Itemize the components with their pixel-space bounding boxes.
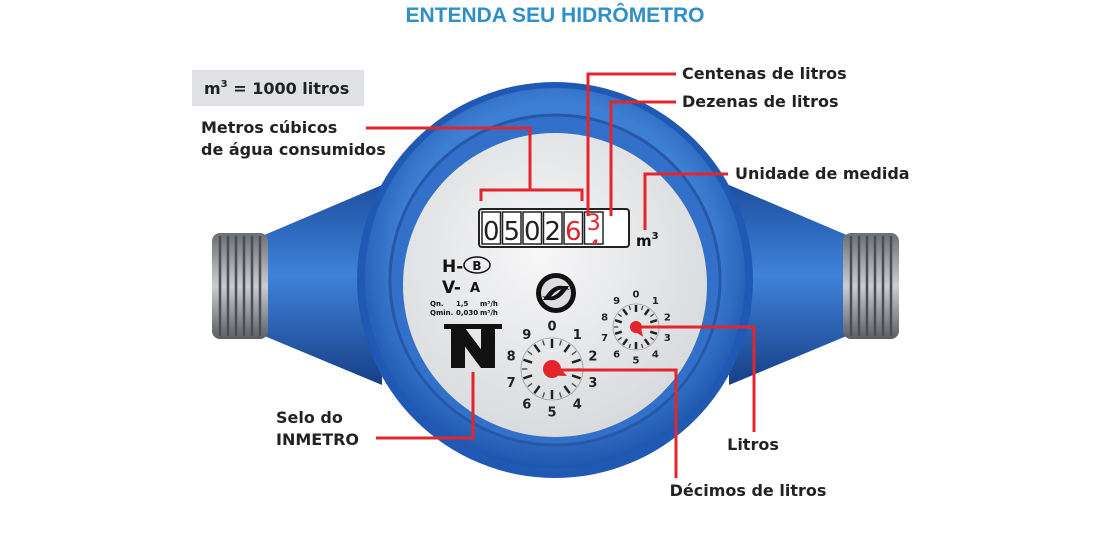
dial-tick-label: 2	[588, 349, 597, 364]
dial-tick	[622, 338, 629, 346]
dial-tick-label: 4	[573, 397, 582, 412]
svg-text:Qmin. 0,030 m³/h: Qmin. 0,030 m³/h	[430, 309, 498, 317]
qmin-value: 0,030	[456, 309, 478, 317]
label-selo-line1: Selo do	[276, 408, 343, 427]
label-metros-line2: de água consumidos	[201, 140, 386, 159]
dial-tick-label: 7	[601, 333, 608, 344]
svg-text:Qn. 1,5 m³/h: Qn. 1,5 m³/h	[430, 300, 498, 308]
dial-tick-label: 8	[601, 312, 608, 323]
dial-tick	[643, 338, 650, 346]
unit-box-prefix: m	[204, 79, 221, 98]
left-pipe	[212, 185, 382, 385]
label-decimos: Décimos de litros	[670, 481, 827, 500]
dial-tick-label: 5	[633, 356, 640, 367]
odometer-digit: 2	[544, 217, 561, 247]
page-title: ENTENDA SEU HIDRÔMETRO	[405, 3, 704, 27]
odometer-unit: m3	[636, 231, 659, 250]
dial-tick	[523, 358, 533, 364]
dial-tick-label: 6	[522, 397, 531, 412]
dial-tick-label: 0	[633, 290, 640, 301]
dial-tick-label: 7	[507, 376, 516, 391]
qmin-unit: m³/h	[480, 309, 498, 317]
dial-tick	[563, 385, 571, 395]
odometer: 0502634 m3	[478, 208, 659, 262]
dial-tick	[614, 330, 623, 335]
flow-indicator-icon	[536, 273, 576, 313]
inmetro-seal-icon	[444, 324, 502, 368]
dial-tick-label: 5	[547, 406, 556, 421]
unit-box-sup: 3	[221, 79, 228, 90]
label-metros-line1: Metros cúbicos	[201, 118, 337, 137]
dial-tick-label: 4	[652, 349, 659, 360]
dial-tick	[571, 358, 581, 364]
dial-tick	[643, 308, 650, 316]
callout-decimos-line	[552, 368, 678, 478]
dial-tick	[649, 330, 658, 335]
dial-tick	[563, 343, 571, 353]
qmin-label: Qmin.	[430, 309, 453, 317]
dial-tick-label: 1	[573, 328, 582, 343]
v-class-value: A	[470, 281, 480, 296]
dial-tick-label: 2	[664, 312, 671, 323]
dial-tick-label: 6	[613, 349, 620, 360]
callout-metros-leader	[366, 126, 532, 190]
dial-tick	[571, 374, 581, 380]
callout-centenas-line	[586, 72, 676, 216]
dial-tick	[533, 385, 541, 395]
odometer-digit: 5	[503, 217, 520, 247]
label-selo-line2: INMETRO	[276, 430, 359, 449]
large-dial: 0 12 34 5 67 89	[507, 320, 598, 421]
qn-unit: m³/h	[480, 300, 498, 308]
h-class-value: B	[472, 259, 481, 273]
unit-box: m3 = 1000 litros	[192, 70, 364, 106]
dial-tick-label: 0	[547, 320, 556, 335]
v-class-prefix: V-	[442, 278, 461, 298]
dial-tick	[649, 319, 658, 324]
dial-tick	[533, 343, 541, 353]
meter-specs: H- B V- A Qn. 1,5 m³/h Qmin. 0,030 m³/h	[430, 256, 498, 317]
label-litros: Litros	[727, 435, 779, 454]
svg-text:m3 = 1000 litros: m3 = 1000 litros	[204, 79, 349, 98]
dial-tick-label: 8	[507, 349, 516, 364]
odometer-digit: 0	[483, 217, 500, 247]
odometer-rolling-digit-bottom: 4	[587, 237, 601, 262]
dial-tick-label: 1	[652, 296, 659, 307]
dial-tick	[614, 319, 623, 324]
dial-tick-label: 9	[522, 328, 531, 343]
label-centenas: Centenas de litros	[682, 64, 847, 83]
label-dezenas: Dezenas de litros	[682, 92, 838, 111]
callout-dezenas-line	[609, 100, 676, 216]
unit-box-suffix: = 1000 litros	[228, 79, 350, 98]
dial-tick-label: 9	[613, 296, 620, 307]
dial-tick	[523, 374, 533, 380]
callout-unidade-line	[643, 172, 728, 230]
odometer-rolling-digit-top: 3	[587, 211, 601, 236]
qn-value: 1,5	[456, 300, 469, 308]
qn-label: Qn.	[430, 300, 444, 308]
odometer-digit: 0	[524, 217, 541, 247]
right-pipe	[729, 185, 899, 385]
callout-litros-line	[636, 325, 756, 432]
h-class-prefix: H-	[442, 257, 463, 277]
callout-lines	[366, 72, 756, 478]
callout-selo-line	[376, 372, 475, 440]
odometer-digit: 6	[565, 217, 582, 247]
label-unidade: Unidade de medida	[735, 164, 910, 183]
dial-tick-label: 3	[664, 333, 671, 344]
dial-tick-label: 3	[588, 376, 597, 391]
dial-tick	[622, 308, 629, 316]
